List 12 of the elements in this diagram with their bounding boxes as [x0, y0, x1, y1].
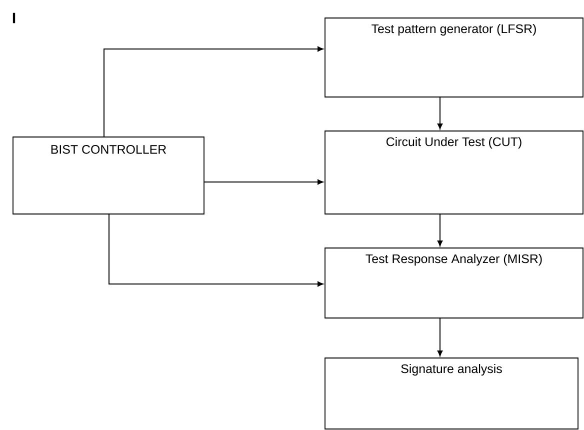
process-box: Circuit Under Test (CUT): [324, 130, 584, 214]
arrow: [437, 318, 443, 356]
arrow: [437, 214, 443, 246]
arrow: [104, 46, 324, 138]
panel-label: I: [12, 12, 16, 24]
process-box: BIST CONTROLLER: [12, 136, 204, 214]
process-box: Test pattern generator (LFSR): [324, 18, 584, 98]
process-box: Signature analysis: [324, 358, 578, 430]
process-box: Test Response Analyzer (MISR): [324, 248, 584, 318]
arrow: [437, 96, 443, 130]
arrow: [204, 179, 324, 185]
arrow: [108, 214, 324, 287]
